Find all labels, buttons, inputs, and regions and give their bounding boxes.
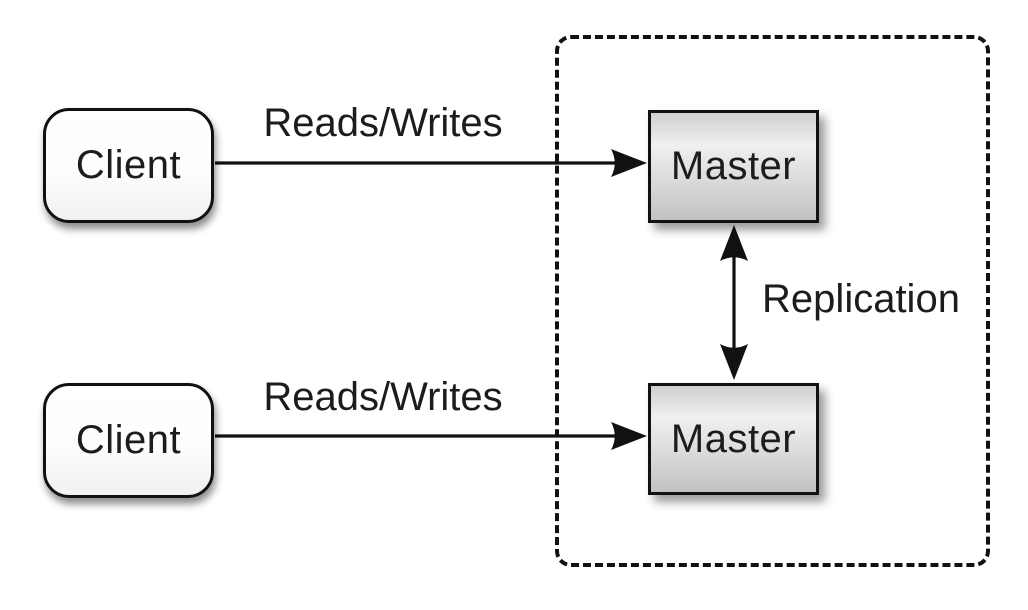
replication-cluster-boundary [555, 35, 990, 567]
node-master-1-label: Master [670, 144, 797, 188]
node-client-2: Client [43, 383, 214, 498]
edge-label-reads-writes-1: Reads/Writes [263, 101, 503, 145]
edge-label-reads-writes-2: Reads/Writes [263, 375, 503, 419]
node-master-2: Master [648, 383, 819, 495]
node-client-1-label: Client [75, 143, 182, 187]
edge-label-replication: Replication [762, 277, 960, 321]
node-client-1: Client [43, 108, 214, 223]
node-master-2-label: Master [670, 416, 797, 461]
node-master-1: Master [648, 110, 819, 223]
node-client-2-label: Client [75, 418, 182, 462]
